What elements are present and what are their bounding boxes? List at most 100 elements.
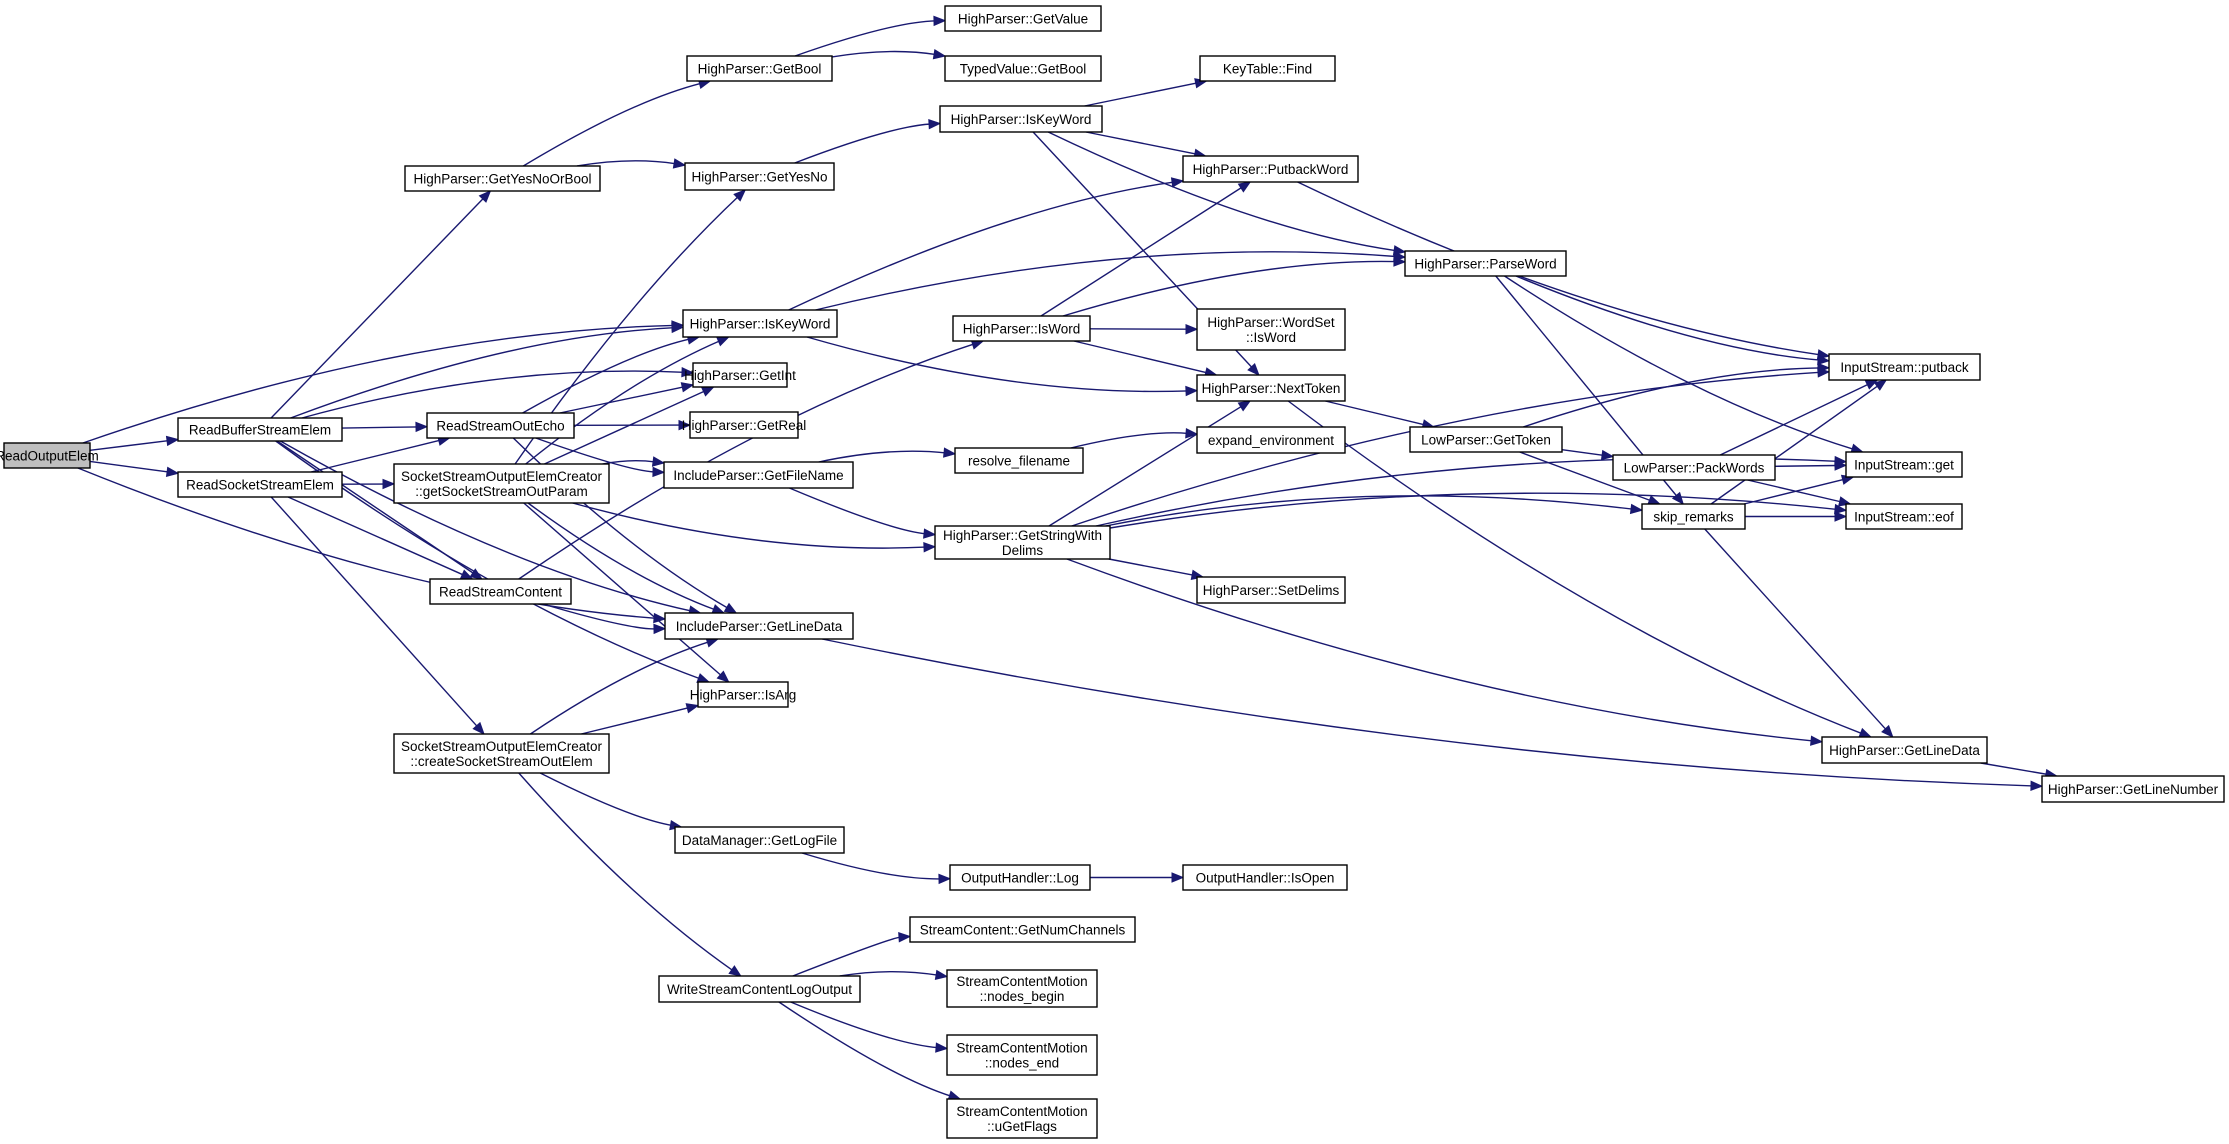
node-putback-word[interactable]: HighParser::PutbackWord	[1182, 155, 1359, 183]
node-label: ReadOutputElem	[0, 449, 99, 464]
node-box	[1196, 576, 1346, 604]
node-create-socket-stream-out-elem[interactable]: SocketStreamOutputElemCreator::createSoc…	[393, 733, 610, 774]
node-get-value[interactable]: HighParser::GetValue	[944, 5, 1102, 32]
node-box	[1182, 864, 1348, 891]
edge-get-string-with-delims-to-hpget-line-data	[1066, 558, 1824, 746]
node-get-line-number[interactable]: HighParser::GetLineNumber	[2041, 775, 2225, 803]
node-get-yes-no-or-bool[interactable]: HighParser::GetYesNoOrBool	[404, 165, 601, 192]
node-box	[2041, 775, 2225, 803]
edge-is-word-to-wsis-word	[1089, 323, 1199, 335]
node-get-socket-stream-out-param[interactable]: SocketStreamOutputElemCreator::getSocket…	[393, 463, 610, 504]
node-label: HighParser::NextToken	[1202, 381, 1341, 396]
function-nodes: ReadOutputElem ReadBufferStreamElemReadSo…	[0, 5, 2225, 1139]
node-write-log[interactable]: WriteStreamContentLogOutput	[658, 975, 861, 1003]
node-log[interactable]: OutputHandler::Log	[949, 864, 1091, 891]
edge-get-bool-to-get-value	[794, 15, 947, 57]
node-get-yes-no[interactable]: HighParser::GetYesNo	[684, 162, 835, 191]
edge-get-socket-stream-out-param-to-get-string-with-delims	[572, 502, 937, 553]
node-label: HighParser::GetBool	[698, 62, 822, 77]
node-get-log-file[interactable]: DataManager::GetLogFile	[674, 826, 845, 854]
node-label: HighParser::SetDelims	[1203, 583, 1340, 598]
node-box	[1196, 374, 1346, 402]
node-label: ReadBufferStreamElem	[189, 423, 331, 438]
node-read-buffer-stream-elem[interactable]: ReadBufferStreamElem	[177, 417, 343, 442]
edge-write-log-to-get-num-channels	[792, 931, 912, 977]
edge-is-key-word1-to-parse-word	[815, 251, 1407, 311]
node-label: HighParser::WordSet	[1207, 315, 1335, 330]
node-label: ::uGetFlags	[987, 1119, 1057, 1134]
node-label: HighParser::IsArg	[690, 688, 797, 703]
node-eof[interactable]: InputStream::eof	[1845, 503, 1963, 530]
node-nodes-end[interactable]: StreamContentMotion::nodes_end	[946, 1034, 1098, 1076]
node-label: WriteStreamContentLogOutput	[667, 982, 852, 997]
node-hpget-line-data[interactable]: HighParser::GetLineData	[1821, 736, 1988, 764]
node-parse-word[interactable]: HighParser::ParseWord	[1404, 250, 1567, 277]
node-label: ::IsWord	[1246, 330, 1296, 345]
edge-skip-remarks-to-hpget-line-data	[1704, 528, 1894, 738]
edge-read-buffer-stream-elem-to-get-yes-no-or-bool	[270, 190, 492, 419]
node-nodes-begin[interactable]: StreamContentMotion::nodes_begin	[946, 969, 1098, 1008]
node-expand-environment[interactable]: expand_environment	[1196, 426, 1346, 454]
node-box	[684, 162, 835, 191]
node-wsis-word[interactable]: HighParser::WordSet::IsWord	[1196, 308, 1346, 351]
edge-write-log-to-nodes-end	[790, 1001, 949, 1053]
node-next-token[interactable]: HighParser::NextToken	[1196, 374, 1346, 402]
node-box	[426, 412, 575, 439]
node-is-key-word2[interactable]: HighParser::IsKeyWord	[939, 105, 1103, 133]
node-read-socket-stream-elem[interactable]: ReadSocketStreamElem	[177, 471, 343, 498]
node-get-num-channels[interactable]: StreamContent::GetNumChannels	[909, 916, 1136, 943]
node-get-bool[interactable]: HighParser::GetBool	[686, 55, 833, 82]
node-label: KeyTable::Find	[1223, 62, 1312, 77]
node-label: StreamContent::GetNumChannels	[920, 923, 1126, 938]
node-label: Delims	[1002, 543, 1044, 558]
node-box	[393, 733, 610, 774]
node-get-int[interactable]: HighParser::GetInt	[684, 362, 796, 388]
node-label: StreamContentMotion	[956, 1041, 1087, 1056]
edge-get-string-with-delims-to-skip-remarks	[1105, 495, 1644, 527]
node-label: StreamContentMotion	[956, 1104, 1087, 1119]
node-u-get-flags[interactable]: StreamContentMotion::uGetFlags	[946, 1098, 1098, 1139]
node-read-stream-out-echo[interactable]: ReadStreamOutEcho	[426, 412, 575, 439]
node-box	[177, 471, 343, 498]
edge-is-word-to-next-token	[1073, 340, 1218, 378]
node-inc-get-line-data[interactable]: IncludeParser::GetLineData	[664, 612, 854, 640]
node-skip-remarks[interactable]: skip_remarks	[1641, 503, 1746, 530]
node-isget[interactable]: InputStream::get	[1845, 451, 1963, 478]
edge-create-socket-stream-out-elem-to-inc-get-line-data	[530, 637, 720, 735]
edge-lpget-token-to-putback	[1522, 362, 1831, 428]
edge-parse-word-to-putback	[1515, 275, 1831, 366]
node-label: resolve_filename	[968, 454, 1070, 469]
node-is-arg[interactable]: HighParser::IsArg	[690, 681, 797, 708]
edge-pack-words-to-putback	[1719, 379, 1879, 456]
edge-write-log-to-nodes-begin	[839, 969, 949, 981]
edge-get-bool-to-tvget-bool	[831, 48, 947, 60]
node-resolve-filename[interactable]: resolve_filename	[954, 447, 1084, 474]
edge-create-socket-stream-out-elem-to-get-log-file	[539, 772, 683, 831]
edge-is-key-word1-to-putback-word	[788, 177, 1185, 311]
node-putback[interactable]: InputStream::putback	[1828, 353, 1981, 381]
node-label: HighParser::GetStringWith	[943, 528, 1102, 543]
node-tvget-bool[interactable]: TypedValue::GetBool	[944, 55, 1102, 82]
edge-read-stream-out-echo-to-get-real	[573, 419, 692, 431]
node-is-open[interactable]: OutputHandler::IsOpen	[1182, 864, 1348, 891]
node-read-output-elem[interactable]: ReadOutputElem	[0, 442, 99, 469]
edge-skip-remarks-to-eof	[1744, 511, 1848, 522]
node-pack-words[interactable]: LowParser::PackWords	[1612, 454, 1776, 481]
node-find[interactable]: KeyTable::Find	[1199, 55, 1336, 82]
node-lpget-token[interactable]: LowParser::GetToken	[1409, 426, 1563, 453]
node-box	[1612, 454, 1776, 481]
node-is-key-word1[interactable]: HighParser::IsKeyWord	[682, 309, 838, 338]
node-get-real[interactable]: HighParser::GetReal	[682, 411, 807, 439]
node-box	[1845, 503, 1963, 530]
node-set-delims[interactable]: HighParser::SetDelims	[1196, 576, 1346, 604]
node-get-file-name[interactable]: IncludeParser::GetFileName	[663, 461, 854, 489]
node-is-word[interactable]: HighParser::IsWord	[952, 315, 1091, 342]
node-box	[946, 1034, 1098, 1076]
node-read-stream-content[interactable]: ReadStreamContent	[429, 578, 572, 605]
edge-read-stream-out-echo-to-get-file-name	[535, 437, 666, 478]
node-label: ::nodes_begin	[980, 989, 1065, 1004]
node-label: SocketStreamOutputElemCreator	[401, 739, 603, 754]
node-label: ::getSocketStreamOutParam	[415, 484, 588, 499]
edge-is-key-word1-to-next-token	[806, 336, 1199, 397]
